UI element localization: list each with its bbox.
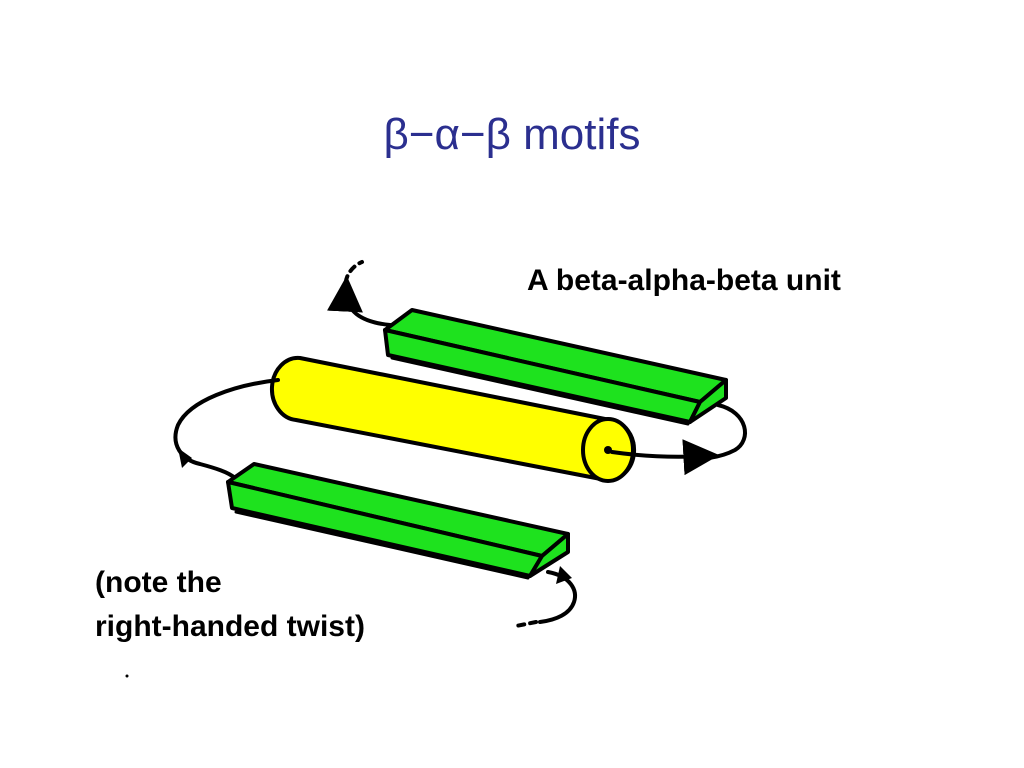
loop-exit-arrowhead <box>556 566 572 584</box>
note-line-1: (note the <box>95 566 222 599</box>
helix-exit-arrow <box>610 439 720 476</box>
lower-beta-strand <box>226 462 570 580</box>
loop-entry-arrow <box>326 275 392 327</box>
loop-exit-dashes <box>514 620 538 628</box>
unit-label: A beta-alpha-beta unit <box>527 264 841 297</box>
slide-title: β−α−β motifs <box>383 110 641 159</box>
loop-entry-dashes <box>344 260 364 284</box>
alpha-helix-cylinder <box>269 355 637 483</box>
loop-left <box>173 378 280 480</box>
speck-dot <box>125 674 129 678</box>
note-line-2: right-handed twist) <box>95 610 365 643</box>
upper-beta-strand <box>383 308 728 426</box>
loop-left-arrowhead <box>178 448 192 468</box>
